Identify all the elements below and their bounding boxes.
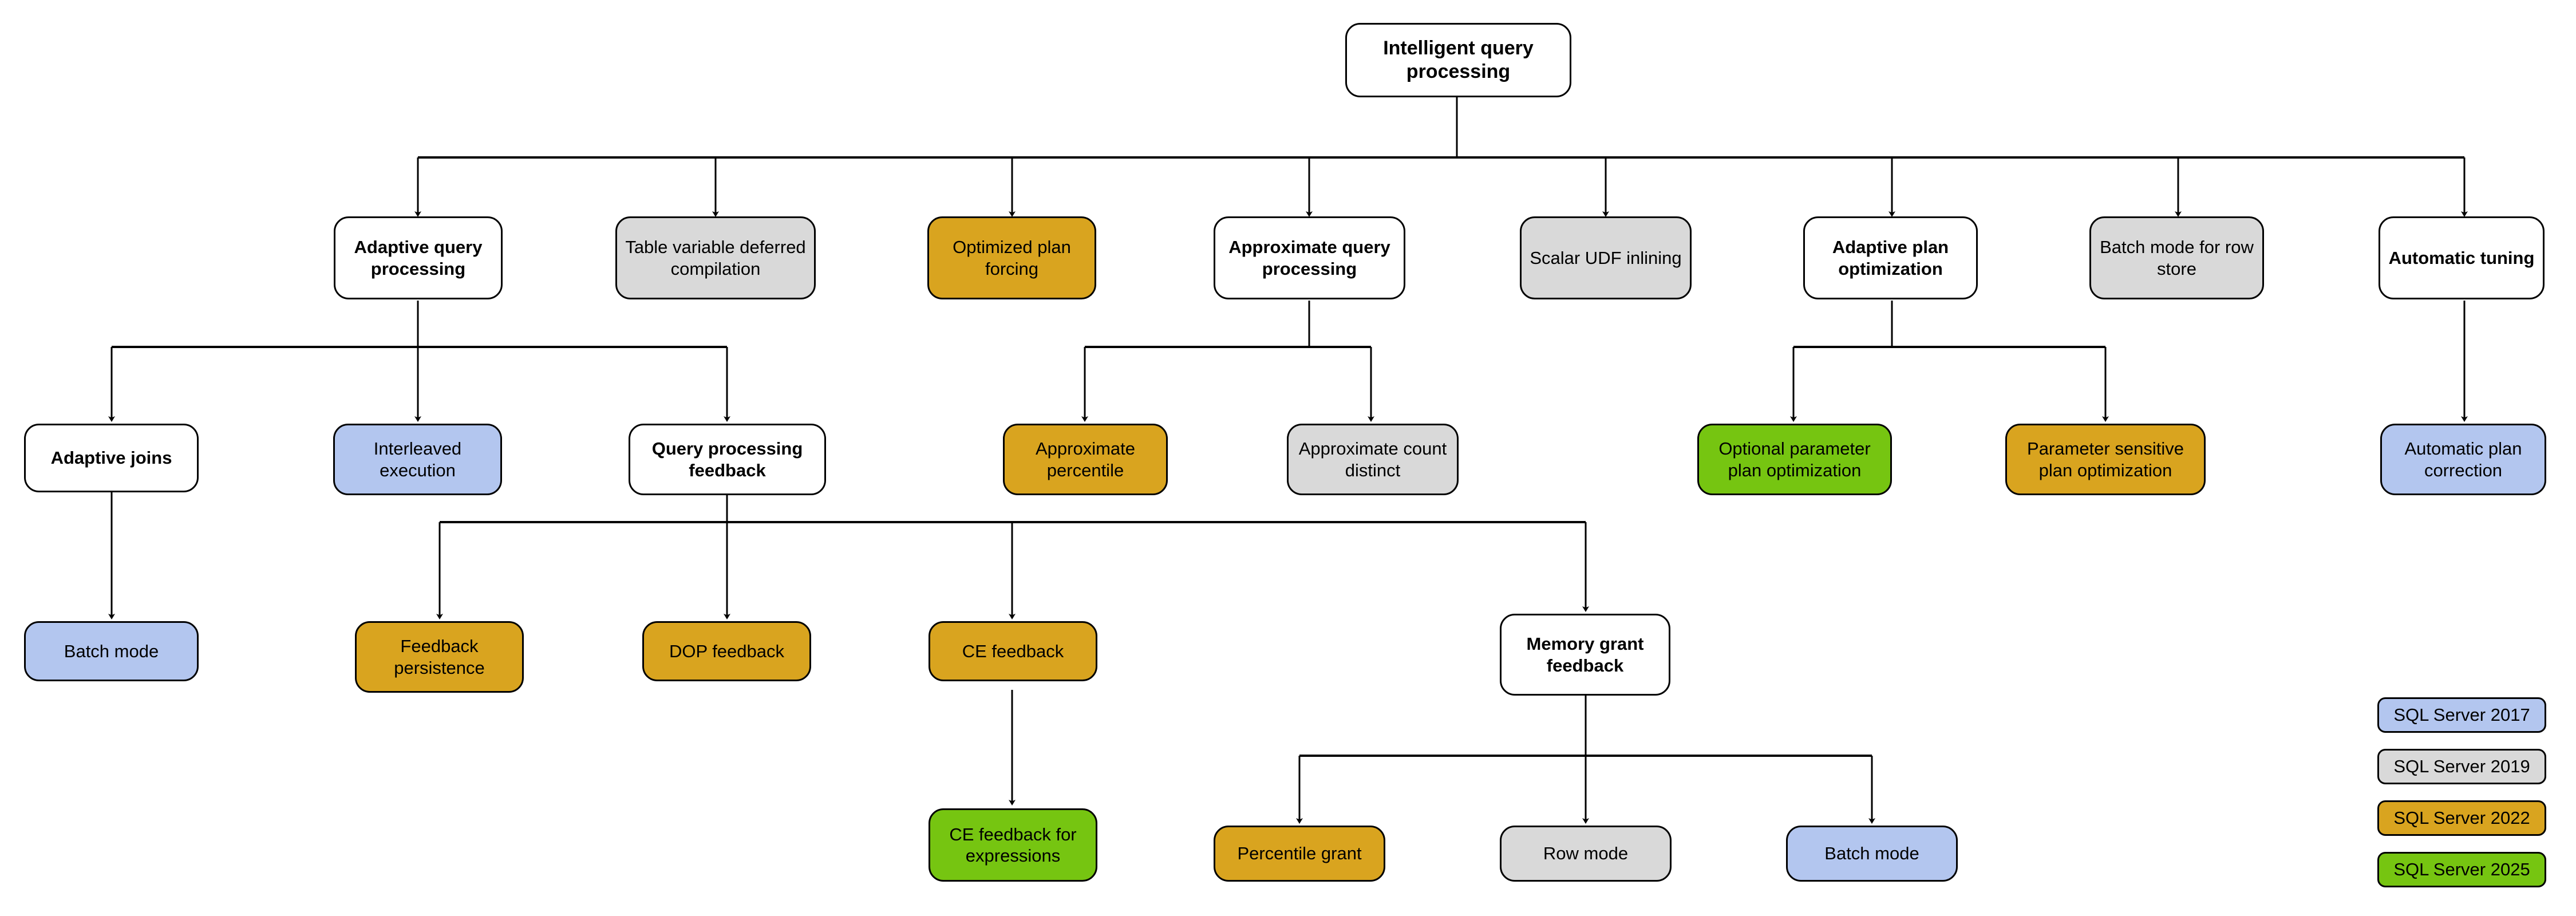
node-label: CE feedback [962,641,1064,661]
node-label: Batch mode [64,641,159,661]
legend-label: SQL Server 2017 [2393,705,2530,725]
node-approximate-percentile[interactable]: Approximate percentile [1003,424,1168,495]
node-adaptive-plan-optimization[interactable]: Adaptive plan optimization [1803,216,1978,299]
node-label: Approximate percentile [1035,439,1136,480]
legend-label: SQL Server 2022 [2393,808,2530,828]
legend-item-sql-server-2017: SQL Server 2017 [2377,697,2546,733]
node-label: Interleaved execution [373,439,462,480]
node-label: Approximate count distinct [1298,439,1447,480]
node-batch-mode-memory-grant[interactable]: Batch mode [1786,826,1958,882]
node-label: Adaptive plan optimization [1832,237,1949,279]
node-interleaved-execution[interactable]: Interleaved execution [333,424,502,495]
node-automatic-plan-correction[interactable]: Automatic plan correction [2380,424,2546,495]
node-label: Feedback persistence [394,636,485,678]
legend-item-sql-server-2025: SQL Server 2025 [2377,852,2546,887]
node-label: Row mode [1543,843,1629,864]
node-optional-parameter-plan-optimization[interactable]: Optional parameter plan optimization [1697,424,1892,495]
node-label: Query processing feedback [651,439,803,480]
node-optimized-plan-forcing[interactable]: Optimized plan forcing [927,216,1096,299]
node-label: Intelligent query processing [1383,37,1534,82]
node-label: Optional parameter plan optimization [1718,439,1871,480]
node-label: Scalar UDF inlining [1530,247,1682,268]
node-approximate-count-distinct[interactable]: Approximate count distinct [1287,424,1459,495]
legend-item-sql-server-2022: SQL Server 2022 [2377,800,2546,836]
node-label: CE feedback for expressions [949,824,1077,866]
node-label: Parameter sensitive plan optimization [2027,439,2184,480]
node-label: Approximate query processing [1228,237,1390,279]
node-label: Batch mode for row store [2100,237,2254,279]
node-feedback-persistence[interactable]: Feedback persistence [355,621,524,693]
node-ce-feedback-for-expressions[interactable]: CE feedback for expressions [929,808,1097,882]
node-intelligent-query-processing[interactable]: Intelligent query processing [1345,23,1571,97]
node-memory-grant-feedback[interactable]: Memory grant feedback [1500,614,1670,696]
node-adaptive-query-processing[interactable]: Adaptive query processing [334,216,503,299]
node-label: Batch mode [1824,843,1919,864]
node-percentile-grant[interactable]: Percentile grant [1214,826,1385,882]
node-label: Automatic tuning [2388,247,2535,268]
node-label: Adaptive joins [50,448,172,468]
node-batch-mode-adaptive-joins[interactable]: Batch mode [24,621,199,681]
node-label: Table variable deferred compilation [625,237,806,279]
node-label: DOP feedback [669,641,785,661]
node-label: Optimized plan forcing [953,237,1071,279]
node-query-processing-feedback[interactable]: Query processing feedback [629,424,826,495]
node-parameter-sensitive-plan-optimization[interactable]: Parameter sensitive plan optimization [2005,424,2206,495]
node-label: Adaptive query processing [354,237,483,279]
legend-label: SQL Server 2019 [2393,756,2530,776]
node-row-mode[interactable]: Row mode [1500,826,1672,882]
node-automatic-tuning[interactable]: Automatic tuning [2379,216,2545,299]
node-label: Percentile grant [1237,843,1362,864]
node-label: Memory grant feedback [1526,634,1644,676]
node-approximate-query-processing[interactable]: Approximate query processing [1214,216,1405,299]
legend-label: SQL Server 2025 [2393,859,2530,879]
node-adaptive-joins[interactable]: Adaptive joins [24,424,199,492]
legend-item-sql-server-2019: SQL Server 2019 [2377,749,2546,784]
node-dop-feedback[interactable]: DOP feedback [642,621,811,681]
node-ce-feedback[interactable]: CE feedback [929,621,1097,681]
node-label: Automatic plan correction [2404,439,2522,480]
node-batch-mode-for-row-store[interactable]: Batch mode for row store [2089,216,2264,299]
node-table-variable-deferred-compilation[interactable]: Table variable deferred compilation [615,216,816,299]
node-scalar-udf-inlining[interactable]: Scalar UDF inlining [1520,216,1692,299]
